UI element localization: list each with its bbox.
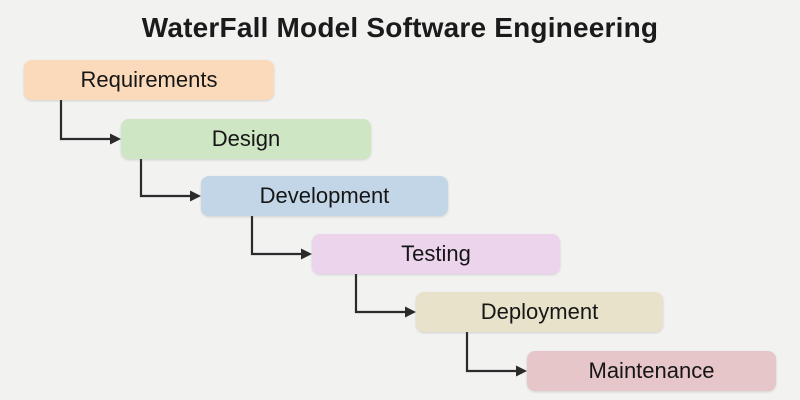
stage-box-design: Design (121, 119, 371, 159)
stage-label-deployment: Deployment (480, 299, 599, 324)
arrowhead-icon (110, 133, 121, 145)
stage-label-testing: Testing (401, 241, 471, 266)
arrowhead-icon (190, 190, 201, 202)
stage-box-development: Development (201, 176, 448, 216)
stage-box-testing: Testing (312, 234, 560, 274)
arrow-connector-2 (139, 159, 190, 198)
stage-label-development: Development (259, 183, 390, 208)
arrowhead-icon (516, 365, 527, 377)
stage-label-design: Design (211, 126, 281, 151)
arrow-connector-1 (59, 100, 110, 141)
arrow-connector-3 (250, 216, 301, 256)
stage-box-maintenance: Maintenance (527, 351, 776, 391)
stage-label-requirements: Requirements (80, 67, 218, 92)
arrow-connector-5 (465, 332, 516, 373)
arrowhead-icon (405, 306, 416, 318)
arrowhead-icon (301, 248, 312, 260)
stage-box-deployment: Deployment (416, 292, 663, 332)
stage-label-maintenance: Maintenance (588, 358, 715, 383)
diagram-title: WaterFall Model Software Engineering (141, 12, 659, 43)
arrow-connector-4 (354, 274, 405, 314)
stage-box-requirements: Requirements (24, 60, 274, 100)
